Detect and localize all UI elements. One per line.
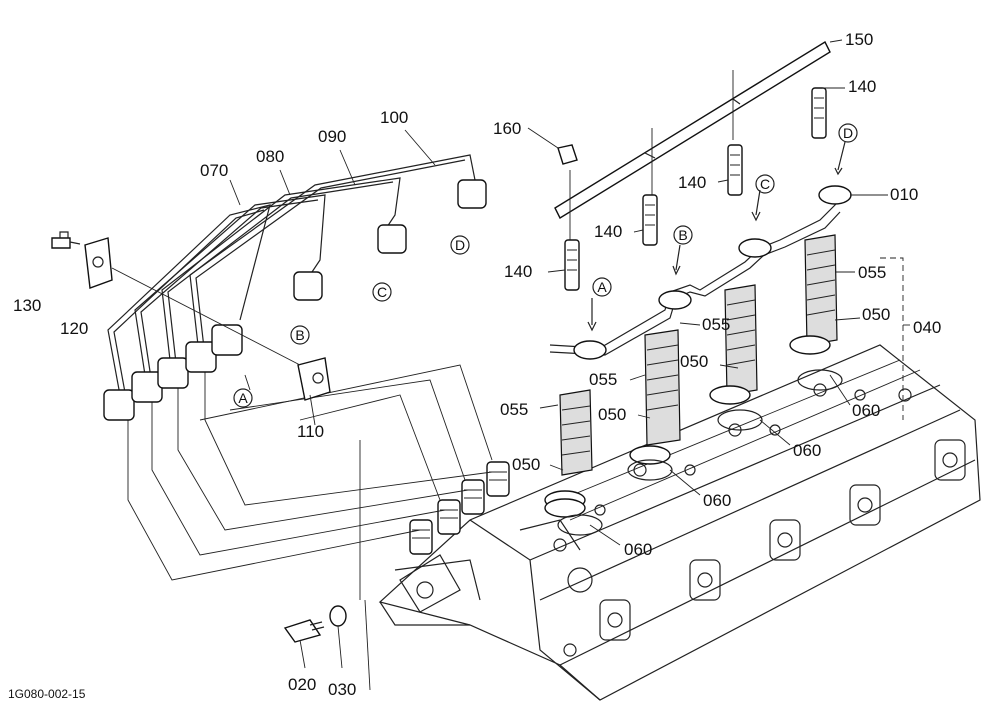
label-010: 010 bbox=[890, 185, 918, 204]
label-140-c: 140 bbox=[678, 173, 706, 192]
callout-circle-b1 bbox=[290, 325, 310, 345]
callout-letter-c2: C bbox=[760, 176, 770, 192]
cylinder-head bbox=[378, 344, 981, 701]
callout-letter-c1: C bbox=[377, 284, 387, 300]
label-160: 160 bbox=[493, 119, 521, 138]
part-labels: 150 140 140 140 140 160 100 090 080 070 … bbox=[13, 30, 941, 699]
callout-letter-d2: D bbox=[843, 125, 853, 141]
label-140-a: 140 bbox=[504, 262, 532, 281]
label-055-a: 055 bbox=[500, 400, 528, 419]
label-050-c: 050 bbox=[680, 352, 708, 371]
label-140-d: 140 bbox=[848, 77, 876, 96]
label-060-d: 060 bbox=[852, 401, 880, 420]
letter-callouts: A B C D A B C D bbox=[233, 123, 858, 408]
label-070: 070 bbox=[200, 161, 228, 180]
letter-arrows bbox=[587, 141, 846, 332]
callout-circle-c1 bbox=[372, 282, 392, 302]
label-140-b: 140 bbox=[594, 222, 622, 241]
injection-pipes bbox=[103, 129, 487, 421]
label-060-c: 060 bbox=[793, 441, 821, 460]
label-050-a: 050 bbox=[512, 455, 540, 474]
leakoff-bar bbox=[554, 41, 831, 240]
label-080: 080 bbox=[256, 147, 284, 166]
label-060-a: 060 bbox=[624, 540, 652, 559]
label-055-b: 055 bbox=[589, 370, 617, 389]
callout-circle-b2 bbox=[673, 225, 693, 245]
label-050-b: 050 bbox=[598, 405, 626, 424]
nut-160 bbox=[527, 127, 578, 165]
label-050-d: 050 bbox=[862, 305, 890, 324]
group-040-bracket bbox=[880, 257, 904, 420]
callout-leaders bbox=[244, 39, 910, 546]
label-040: 040 bbox=[913, 318, 941, 337]
pipe-leader-lines bbox=[127, 364, 493, 691]
nozzle-holders bbox=[559, 234, 838, 476]
label-130: 130 bbox=[13, 296, 41, 315]
callout-circle-d1 bbox=[450, 235, 470, 255]
callout-letter-a2: A bbox=[597, 279, 607, 295]
drawing-code: 1G080-002-15 bbox=[8, 687, 86, 701]
label-030: 030 bbox=[328, 680, 356, 699]
bracket-and-bolt bbox=[51, 231, 301, 366]
label-090: 090 bbox=[318, 127, 346, 146]
label-120: 120 bbox=[60, 319, 88, 338]
label-100: 100 bbox=[380, 108, 408, 127]
callout-letter-a1: A bbox=[238, 390, 248, 406]
label-055-c: 055 bbox=[702, 315, 730, 334]
label-110: 110 bbox=[297, 422, 324, 441]
glow-plugs bbox=[564, 87, 827, 291]
gaskets bbox=[544, 335, 843, 536]
label-060-b: 060 bbox=[703, 491, 731, 510]
callout-circle-a1 bbox=[233, 388, 253, 408]
bolt-020 bbox=[283, 605, 347, 669]
callout-letter-b2: B bbox=[678, 227, 687, 243]
overflow-pipe bbox=[549, 185, 852, 360]
callout-circle-a2 bbox=[592, 277, 612, 297]
callout-letter-d1: D bbox=[455, 237, 465, 253]
callout-letter-b1: B bbox=[295, 327, 304, 343]
pump-outlets bbox=[409, 461, 510, 555]
label-150: 150 bbox=[845, 30, 873, 49]
callout-circle-c2 bbox=[755, 174, 775, 194]
callout-circle-d2 bbox=[838, 123, 858, 143]
label-055-d: 055 bbox=[858, 263, 886, 282]
label-020: 020 bbox=[288, 675, 316, 694]
